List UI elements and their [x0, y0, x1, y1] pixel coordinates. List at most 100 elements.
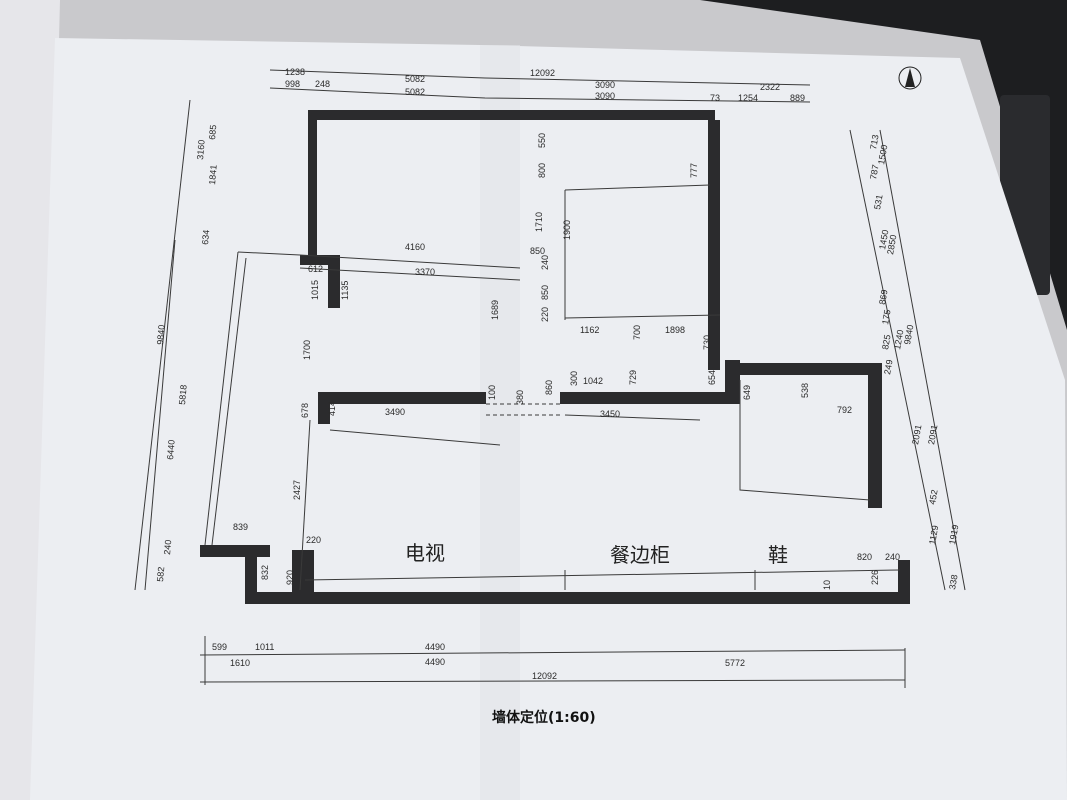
wall-bottom-right — [898, 560, 910, 600]
wall-bottom — [245, 592, 910, 604]
dimension-label: 531 — [872, 194, 884, 211]
dimension-label: 1710 — [534, 212, 544, 232]
north-arrow-icon — [898, 66, 922, 90]
dimension-label: 713 — [868, 134, 880, 151]
dimension-label: 249 — [882, 359, 894, 376]
dimension-label: 700 — [632, 325, 642, 340]
dimension-label: 800 — [537, 163, 547, 178]
dimension-label: 1238 — [285, 67, 305, 77]
dimension-label: 825 — [880, 334, 892, 351]
wall-bottom-left — [200, 545, 270, 557]
wall-mid-left — [318, 392, 486, 404]
dimension-label: 2850 — [885, 234, 898, 255]
dimension-label: 100 — [487, 385, 497, 400]
dimension-label: 729 — [628, 370, 638, 385]
dimension-label: 12092 — [532, 671, 557, 681]
dimension-label: 240 — [885, 552, 900, 562]
wall-stub — [328, 258, 340, 308]
dimension-label: 832 — [260, 565, 270, 580]
dimension-label: 1689 — [490, 300, 500, 320]
dimension-label: 869 — [877, 289, 889, 306]
dimension-label: 1450 — [877, 229, 890, 250]
wall-bottom-left-v — [245, 545, 257, 600]
dimension-label: 654 — [707, 370, 717, 385]
dimension-label: 338 — [947, 574, 959, 591]
dimension-label: 4490 — [425, 642, 445, 652]
dimension-label: 792 — [837, 405, 852, 415]
dimension-label: 5082 — [405, 87, 425, 97]
dimension-label: 649 — [742, 385, 752, 400]
dimension-label: 1129 — [927, 525, 940, 546]
dimension-label: 1900 — [562, 220, 572, 240]
note-sideboard: 餐边柜 — [610, 543, 670, 567]
dimension-label: 777 — [689, 163, 699, 178]
dimension-label: 3090 — [595, 91, 615, 101]
walls — [200, 110, 910, 604]
dimension-label: 850 — [540, 285, 550, 300]
wall-right-upper — [708, 120, 720, 370]
dimension-label: 4490 — [425, 657, 445, 667]
paper-fold — [480, 45, 520, 800]
dimension-label: 3160 — [195, 139, 207, 160]
dimension-label: 226 — [870, 570, 880, 585]
dimension-label: 3370 — [415, 267, 435, 277]
dimension-label: 452 — [927, 489, 939, 506]
dimension-label: 787 — [868, 164, 880, 181]
dimension-label: 9840 — [155, 324, 167, 345]
dimension-label: 850 — [530, 246, 545, 256]
dimension-label: 550 — [537, 133, 547, 148]
dimension-label: 5082 — [405, 74, 425, 84]
dimension-label: 2091 — [926, 424, 939, 445]
dimension-label: 730 — [702, 335, 712, 350]
dimension-label: 678 — [300, 403, 310, 418]
wall-left-upper — [308, 110, 317, 255]
dimension-label: 1610 — [230, 658, 250, 668]
wall-corner — [725, 360, 740, 400]
dimension-label: 1135 — [340, 281, 350, 300]
wall-bath-top — [740, 363, 880, 375]
dimension-label: 73 — [710, 93, 720, 103]
dimension-label: 12092 — [530, 68, 555, 78]
dimension-label: 2091 — [910, 424, 923, 445]
dimension-label: 6440 — [165, 439, 177, 460]
dimension-label: 1254 — [738, 93, 758, 103]
paper-sheet — [30, 38, 1067, 800]
dimension-label: 5818 — [177, 384, 189, 405]
drawing-title: 墙体定位(1:60) — [492, 709, 596, 726]
dimension-label: 10 — [822, 580, 832, 590]
dimension-label: 1240 — [892, 329, 905, 350]
dimension-label: 1919 — [947, 524, 960, 545]
keyboard — [700, 0, 1067, 330]
note-tv: 电视 — [405, 541, 445, 565]
dimension-label: 839 — [233, 522, 248, 532]
dimension-label: 2322 — [760, 82, 780, 92]
dimension-label: 1015 — [310, 280, 320, 300]
dimension-label: 1841 — [207, 164, 219, 185]
wall-column — [292, 550, 314, 595]
dimension-label: 175 — [880, 309, 892, 326]
dimension-label: 3090 — [595, 80, 615, 90]
dimension-label: 220 — [306, 535, 321, 545]
wall-top — [310, 110, 715, 120]
dimension-label: 380 — [515, 390, 525, 405]
wall-junction — [300, 255, 340, 265]
dimension-label: 860 — [544, 380, 554, 395]
wall-mid-right — [560, 392, 740, 404]
dimension-label: 1042 — [583, 376, 603, 386]
dimension-label: 248 — [315, 79, 330, 89]
dimension-label: 612 — [308, 264, 323, 274]
note-shoes: 鞋 — [768, 543, 788, 567]
dimension-label: 582 — [155, 566, 166, 582]
wall-bath-right — [868, 363, 882, 508]
dimension-label: 414 — [327, 401, 337, 416]
dimension-label: 220 — [540, 307, 550, 322]
dimension-label: 1162 — [580, 325, 599, 335]
dimension-label: 3490 — [385, 407, 405, 417]
dimension-label: 685 — [207, 124, 218, 140]
dimension-label: 300 — [569, 371, 579, 386]
dimension-label: 634 — [200, 229, 211, 245]
dimension-label: 1898 — [665, 325, 685, 335]
dimension-label: 2427 — [292, 480, 302, 500]
